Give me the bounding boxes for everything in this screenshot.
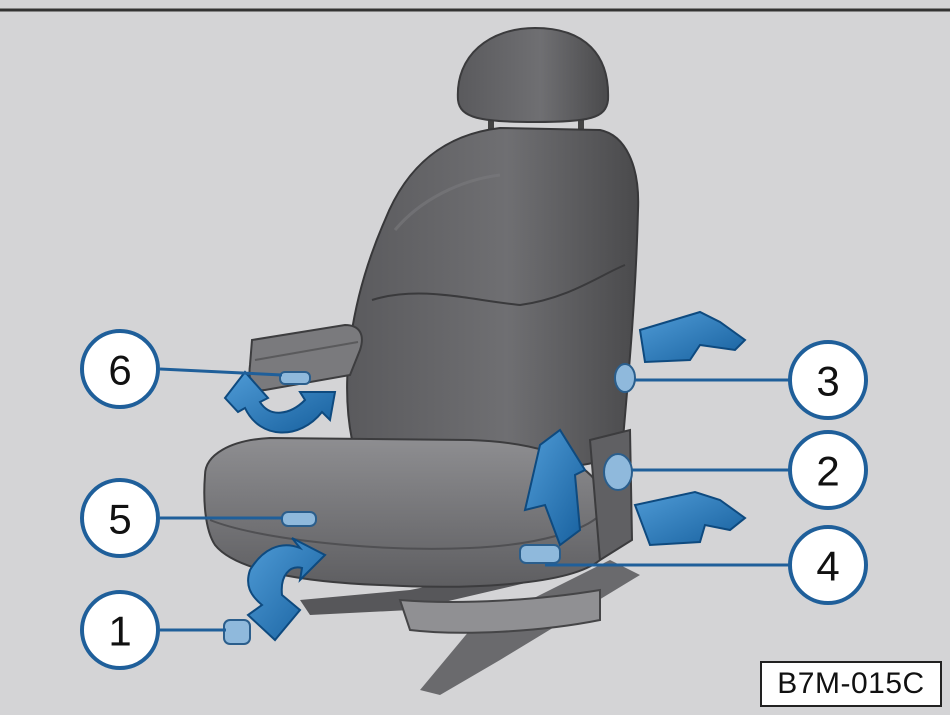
callout-4: 4 bbox=[790, 527, 866, 603]
callout-2: 2 bbox=[790, 432, 866, 508]
figure-code-label: B7M-015C bbox=[760, 661, 942, 707]
callout-1: 1 bbox=[82, 592, 158, 668]
callout-6-number: 6 bbox=[108, 347, 131, 394]
callout-5: 5 bbox=[82, 480, 158, 556]
headrest bbox=[458, 28, 608, 137]
callout-6: 6 bbox=[82, 331, 158, 407]
backrest bbox=[347, 128, 638, 468]
adjust-arrow-height bbox=[635, 492, 745, 545]
callout-3-number: 3 bbox=[816, 358, 839, 405]
adjust-arrow-lumbar bbox=[640, 312, 745, 362]
callout-5-number: 5 bbox=[108, 496, 131, 543]
callout-4-number: 4 bbox=[816, 543, 839, 590]
callout-3: 3 bbox=[790, 342, 866, 418]
figure-code-text: B7M-015C bbox=[777, 667, 924, 701]
callout-2-number: 2 bbox=[816, 448, 839, 495]
callout-1-number: 1 bbox=[108, 608, 131, 655]
